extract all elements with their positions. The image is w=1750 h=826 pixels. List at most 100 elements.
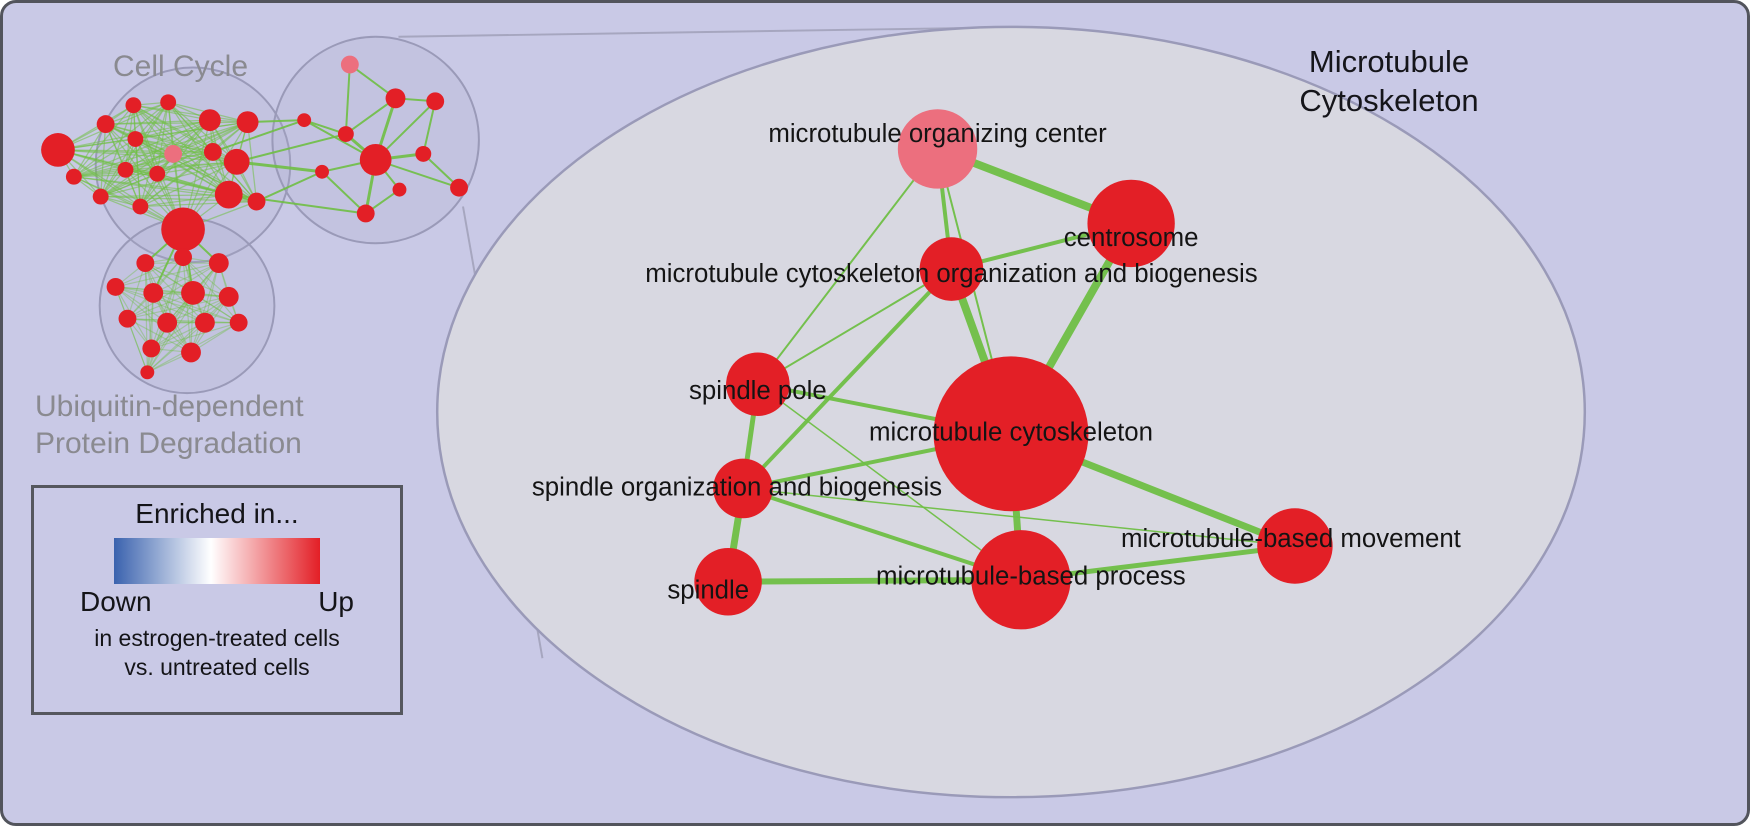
overview-node xyxy=(218,286,239,307)
detail-node-mt_movement xyxy=(1257,508,1333,584)
edge-mco-spindle_pole xyxy=(756,268,953,386)
edge xyxy=(126,318,192,354)
edge xyxy=(182,256,192,354)
edge xyxy=(57,149,184,230)
overview-node xyxy=(65,168,82,185)
overview-node xyxy=(161,207,205,252)
overview-node xyxy=(385,88,406,109)
overview-node xyxy=(140,365,155,380)
edge xyxy=(344,97,397,136)
edge xyxy=(204,262,220,324)
overview-node xyxy=(118,309,137,328)
edge xyxy=(100,123,107,198)
legend-up-label: Up xyxy=(318,586,354,617)
edge xyxy=(134,101,169,140)
detail-node-labels: microtubule organizing center centrosome m… xyxy=(532,120,1461,605)
microtubule-circle xyxy=(271,35,480,245)
edge xyxy=(182,256,240,324)
overview-node xyxy=(297,113,312,128)
overview-node xyxy=(214,180,243,209)
overview-node xyxy=(340,55,359,74)
edge xyxy=(212,151,258,203)
overview-node xyxy=(356,204,375,223)
edge xyxy=(132,104,249,123)
edge-mco-spindle_org xyxy=(740,267,954,491)
cell-cycle-cluster-label: Cell Cycle xyxy=(113,50,249,83)
edge xyxy=(124,121,249,171)
edge xyxy=(134,138,238,163)
edge xyxy=(73,151,214,178)
detail-node-label-centrosome: centrosome xyxy=(1064,224,1199,252)
edge xyxy=(146,262,220,373)
ubiquitin-cluster-label-line1: Ubiquitin-dependent xyxy=(35,390,304,423)
edge xyxy=(139,193,230,208)
detail-nodes xyxy=(694,109,1333,630)
overview-node xyxy=(106,277,125,296)
edge xyxy=(156,121,249,175)
detail-node-mt_process xyxy=(971,530,1071,630)
detail-node-spindle_org xyxy=(713,458,773,519)
edge xyxy=(114,286,148,373)
edge xyxy=(114,286,240,324)
edge xyxy=(150,296,230,350)
edge xyxy=(167,101,238,163)
detail-node-label-mco: microtubule cytoskeleton organization an… xyxy=(645,260,1257,288)
edge xyxy=(114,286,168,324)
legend-caption-line1: in estrogen-treated cells xyxy=(94,625,340,651)
overview-node xyxy=(132,198,149,215)
edge xyxy=(182,256,230,298)
edge xyxy=(104,121,249,125)
overview-node xyxy=(142,339,161,358)
edge-moc-spindle_pole xyxy=(756,147,939,386)
microtubule-cluster-label-line1: Microtubule xyxy=(1308,44,1470,79)
edge xyxy=(144,262,152,350)
detail-node-label-spindle: spindle xyxy=(667,577,749,605)
edge xyxy=(144,262,192,354)
overview-nodes xyxy=(41,55,468,380)
edge xyxy=(114,286,230,298)
edge xyxy=(144,262,230,298)
edge xyxy=(126,262,146,320)
overview-node xyxy=(415,145,432,162)
edge xyxy=(126,262,220,320)
edge-spindle_pole-mt_process xyxy=(757,383,1022,581)
overview-node xyxy=(337,126,354,142)
overview-node xyxy=(208,253,229,274)
edge xyxy=(73,173,158,178)
edge xyxy=(134,119,211,140)
overview-node xyxy=(164,144,183,163)
edge xyxy=(166,256,184,324)
edge xyxy=(114,286,192,354)
overview-node xyxy=(198,109,221,132)
edge xyxy=(150,256,184,350)
overview-node xyxy=(194,312,215,333)
edge xyxy=(152,292,206,324)
overview-node xyxy=(315,164,329,179)
edge xyxy=(126,318,240,324)
edge xyxy=(152,262,220,294)
edge xyxy=(126,296,230,320)
detail-node-centrosome xyxy=(1087,179,1175,268)
ubiquitin-cluster-label: Ubiquitin-dependent Protein Degradation xyxy=(35,389,304,462)
legend-down-label: Down xyxy=(80,586,152,617)
edge xyxy=(73,101,169,178)
edge xyxy=(114,256,184,288)
zoom-line xyxy=(398,26,980,38)
network-canvas: microtubule organizing center centrosome m… xyxy=(41,25,1587,799)
cross-cluster-edge xyxy=(235,133,347,163)
edge xyxy=(246,121,258,203)
detail-node-label-moc: microtubule organizing center xyxy=(768,120,1107,148)
overview-node xyxy=(450,178,468,197)
edge xyxy=(344,63,351,136)
detail-node-spindle xyxy=(694,548,762,616)
overview-node xyxy=(92,188,109,205)
overview-node xyxy=(181,342,201,363)
edge xyxy=(126,318,148,373)
edge xyxy=(146,296,230,373)
microtubule-cluster-label-line2: Cytoskeleton xyxy=(1299,82,1479,118)
detail-node-label-mt_process: microtubule-based process xyxy=(876,563,1186,591)
detail-node-label-spindle_pole: spindle pole xyxy=(689,377,827,405)
overview-node xyxy=(223,148,250,175)
overview-node xyxy=(392,182,407,197)
